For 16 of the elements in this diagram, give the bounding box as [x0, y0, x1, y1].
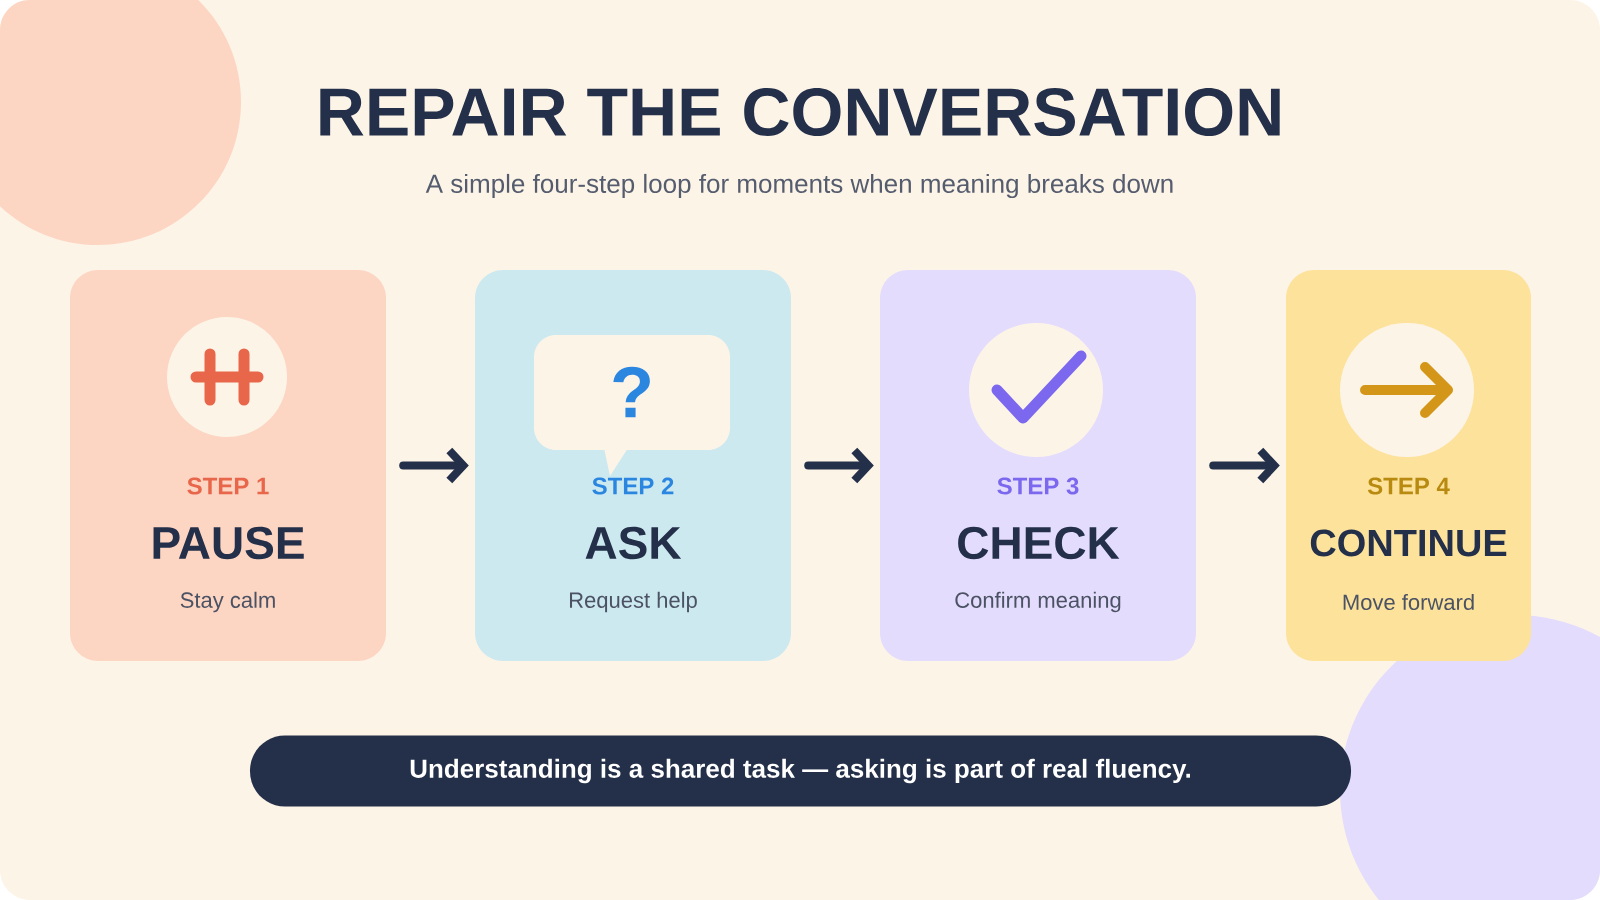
speech-bubble: ?: [534, 335, 730, 476]
step-label: STEP 3: [997, 477, 1079, 495]
step-description: Confirm meaning: [955, 591, 1121, 613]
subtitle: A simple four-step loop for moments when meaning breaks down: [425, 173, 1173, 199]
step-title: PAUSE: [153, 526, 304, 560]
step-title: CONTINUE: [1310, 529, 1507, 557]
step-label: STEP 1: [187, 477, 269, 495]
step-description: Stay calm: [180, 591, 275, 613]
message-banner: Understanding is a shared task — asking is part of real fluency.: [250, 735, 1351, 807]
step-title: ASK: [585, 526, 682, 560]
step-title: CHECK: [958, 526, 1120, 560]
title: REPAIR THE CONVERSATION: [320, 87, 1280, 137]
step-label: STEP 4: [1367, 477, 1450, 495]
step-description: Request help: [570, 591, 697, 613]
step-description: Move forward: [1343, 593, 1474, 611]
step-label: STEP 2: [592, 477, 674, 495]
